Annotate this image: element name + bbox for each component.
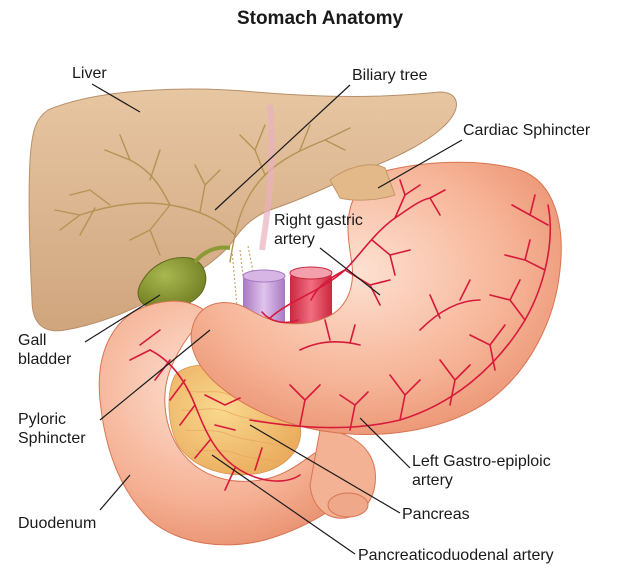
label-left-gastro-epiploic-artery-line2: artery bbox=[412, 471, 551, 490]
label-pancreas: Pancreas bbox=[402, 505, 470, 524]
label-right-gastric-artery-line1: Right gastric bbox=[274, 211, 363, 230]
label-pyloric-sphincter-line1: Pyloric bbox=[18, 410, 86, 429]
label-pyloric-sphincter: Pyloric Sphincter bbox=[18, 410, 86, 448]
label-biliary-tree: Biliary tree bbox=[352, 66, 428, 85]
label-gall-bladder-line2: bladder bbox=[18, 350, 71, 369]
label-left-gastro-epiploic-artery: Left Gastro-epiploic artery bbox=[412, 452, 551, 490]
label-cardiac-sphincter: Cardiac Sphincter bbox=[463, 121, 590, 140]
label-duodenum: Duodenum bbox=[18, 514, 96, 533]
label-gall-bladder: Gall bladder bbox=[18, 331, 71, 369]
label-right-gastric-artery: Right gastric artery bbox=[274, 211, 363, 249]
label-liver: Liver bbox=[72, 64, 107, 83]
label-pyloric-sphincter-line2: Sphincter bbox=[18, 429, 86, 448]
label-gall-bladder-line1: Gall bbox=[18, 331, 71, 350]
label-right-gastric-artery-line2: artery bbox=[274, 230, 363, 249]
label-pancreaticoduodenal-artery: Pancreaticoduodenal artery bbox=[358, 546, 554, 565]
duodenum-end bbox=[310, 430, 375, 518]
label-left-gastro-epiploic-artery-line1: Left Gastro-epiploic bbox=[412, 452, 551, 471]
